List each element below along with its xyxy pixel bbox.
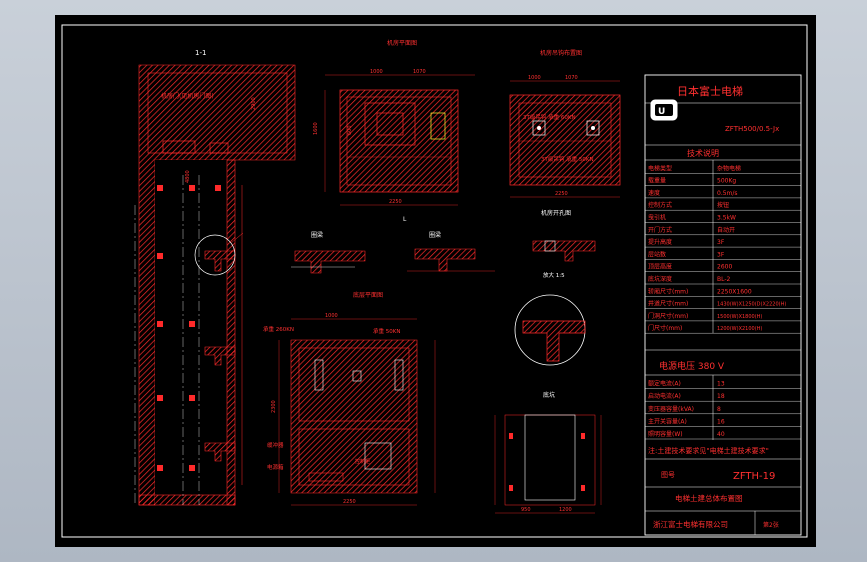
power-label: 启动电流(A) (648, 392, 681, 400)
power-value: 40 (717, 431, 725, 438)
spec-value: 自动开 (717, 226, 735, 234)
model-number: ZFTH500/0.5-Jx (725, 125, 779, 133)
dim-1070-top: 1070 (413, 69, 426, 75)
spec-label: 速度 (648, 189, 660, 197)
power-label: 主开关容量(A) (648, 417, 687, 425)
drawing-canvas: 1-1 机房门(见机房门图) 2900 48 (55, 15, 816, 547)
plan-hooks-title: 机房吊钩布置图 (540, 49, 582, 57)
dim-1070-right: 1070 (565, 75, 578, 81)
power-label: 变压器容量(kVA) (648, 405, 694, 413)
spec-value: 2600 (717, 264, 732, 271)
dim-1600-top: 1600 (313, 122, 319, 135)
spec-label: 曳引机 (648, 214, 666, 222)
drawing-title: 电梯土建总体布置图 (675, 493, 743, 503)
drawing-no-label: 图号 (661, 471, 675, 479)
tech-header: 技术说明 (687, 148, 719, 158)
control-box-label: 控制柜 (355, 458, 370, 465)
spec-value: 0.5m/s (717, 190, 738, 197)
dim-2900: 2900 (251, 97, 257, 110)
title-block: U 日本富士电梯 ZFTH500/0.5-Jx 技术说明 电梯类型 杂物电梯载重量… (644, 74, 802, 536)
detail-beams: 圈梁 圈梁 机房开孔图 放大 1:5 (291, 209, 596, 366)
spec-label: 提升高度 (648, 238, 672, 246)
hook-load-2: 3T级吊钩 承重 50KN (541, 155, 594, 163)
dim-600-top: 600 (347, 125, 353, 135)
detail-c-title: 机房开孔图 (541, 209, 571, 217)
detail-pit: 底坑 950 1200 (494, 391, 602, 514)
dim-2250-right: 2250 (555, 191, 568, 197)
detail-b-title: 圈梁 (429, 231, 441, 239)
note-text: 注:土建技术要求见"电梯土建技术要求" (648, 446, 769, 455)
sheet-number: 第2张 (763, 521, 779, 529)
power-label: 照明容量(W) (648, 430, 683, 438)
spec-value: 杂物电梯 (717, 164, 741, 172)
svg-text:U: U (658, 107, 665, 117)
power-value: 18 (717, 393, 725, 400)
power-value: 8 (717, 406, 721, 413)
spec-label: 开门方式 (648, 226, 672, 234)
spec-label: 载重量 (648, 177, 666, 185)
dim-2250-bottom: 2250 (343, 499, 356, 505)
pit-load-note: 承重 50KN (373, 327, 400, 335)
power-table: 额定电流(A) 13 启动电流(A) 18 变压器容量(kVA) 8 主开关容量(A) 16 照… (645, 380, 801, 440)
spec-label: 门尺寸(mm) (648, 324, 682, 332)
spec-value: 2250X1600 (717, 288, 752, 295)
plan-ground-floor: 底层平面图 控制柜 承重 260KN 承重 50KN 缓冲器 电源箱 1000 … (263, 291, 436, 506)
dim-2250-top: 2250 (389, 199, 402, 205)
label-l: L (403, 216, 407, 223)
spec-value: BL-2 (717, 276, 731, 283)
spec-value: 3F (717, 251, 725, 258)
spec-value: 1200(W)X2100(H) (717, 326, 762, 332)
voltage-label: 电源电压 380 V (659, 360, 725, 372)
hook-load-1: 3T级吊钩 承重 60KN (523, 113, 576, 121)
cad-drawing: 1-1 机房门(见机房门图) 2900 48 (61, 24, 808, 538)
spec-label: 控制方式 (648, 201, 672, 209)
drawing-border (61, 24, 808, 538)
dim-1000-right: 1000 (528, 75, 541, 81)
spec-label: 底坑深度 (648, 275, 672, 283)
dim-950-pit: 950 (521, 507, 531, 513)
spec-label: 层站数 (648, 250, 666, 258)
hall-load-note: 承重 260KN (263, 325, 294, 333)
plan-top-title: 机房平面图 (387, 39, 417, 47)
company-name: 日本富士电梯 (677, 84, 743, 98)
company-full-name: 浙江富士电梯有限公司 (653, 519, 728, 529)
power-box-label: 电源箱 (267, 463, 284, 471)
spec-value: 按钮 (717, 201, 729, 209)
section-label: 1-1 (195, 49, 206, 57)
spec-value: 500Kg (717, 178, 736, 185)
power-value: 16 (717, 418, 725, 425)
spec-label: 电梯类型 (648, 164, 672, 172)
plan-bottom-title: 底层平面图 (353, 291, 383, 299)
spec-value: 3F (717, 239, 725, 246)
section-elevation: 1-1 机房门(见机房门图) 2900 48 (134, 49, 296, 506)
detail-a-title: 圈梁 (311, 231, 323, 239)
spec-label: 顶层高度 (648, 263, 672, 271)
floor-slabs (157, 185, 236, 471)
spec-value: 1500(W)X1800(H) (717, 314, 762, 320)
detail-pit-title: 底坑 (543, 391, 555, 399)
spec-value: 1430(W)X1250(D)X2220(H) (717, 302, 786, 308)
spec-label: 井道尺寸(mm) (648, 300, 688, 308)
dim-2300-bottom: 2300 (271, 400, 277, 413)
plan-hooks: 机房吊钩布置图 3T级吊钩 承重 60KN 3T级吊钩 承重 50KN 1000… (509, 49, 621, 198)
drawing-no: ZFTH-19 (733, 471, 775, 482)
spec-label: 门洞尺寸(mm) (648, 312, 688, 320)
power-label: 额定电流(A) (648, 380, 681, 388)
detail-large-title: 放大 1:5 (543, 271, 565, 279)
dim-4800: 4800 (185, 170, 191, 183)
machine-room-door-note: 机房门(见机房门图) (161, 92, 214, 100)
buffer-label: 缓冲器 (267, 441, 284, 449)
power-value: 13 (717, 381, 725, 388)
dim-1000-top: 1000 (370, 69, 383, 75)
dim-1000-bottom: 1000 (325, 313, 338, 319)
spec-label: 轿厢尺寸(mm) (648, 287, 688, 295)
plan-machine-room: 机房平面图 1000 1070 2250 1600 600 L (313, 39, 475, 223)
dim-1200-pit: 1200 (559, 507, 572, 513)
spec-value: 3.5kW (717, 215, 736, 222)
